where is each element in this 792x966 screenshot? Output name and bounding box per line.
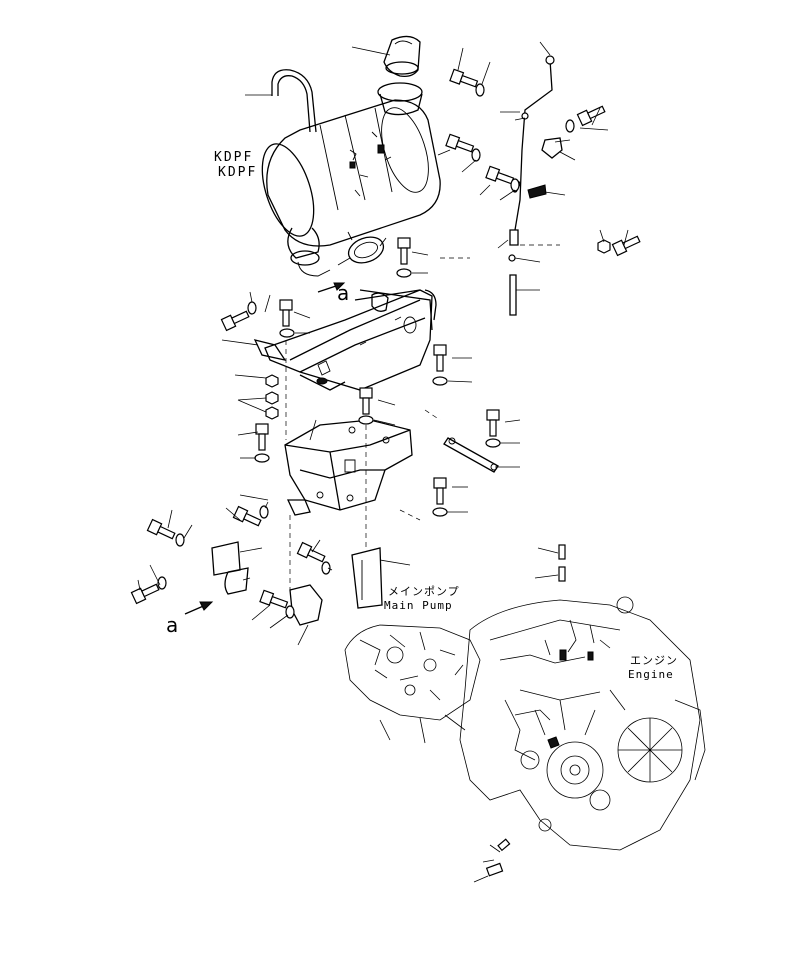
- reference-a-top: a: [337, 281, 349, 305]
- main-pump-label-jp: メインポンプ: [388, 585, 460, 598]
- leader-lines: [137, 41, 629, 883]
- engine-label-en: Engine: [628, 668, 674, 681]
- tie-rod: [443, 437, 499, 473]
- bolts: [130, 68, 641, 877]
- exhaust-elbow: [383, 35, 421, 78]
- upper-bracket: [253, 289, 437, 391]
- main-pump-label-en: Main Pump: [384, 599, 453, 612]
- engine-label-jp: エンジン: [630, 654, 678, 667]
- nuts: [265, 239, 611, 420]
- engine: [459, 596, 706, 851]
- assembly-lines: [285, 244, 560, 590]
- labels: KDPF KDPF メインポンプ Main Pump エンジン Engine a…: [166, 150, 678, 681]
- lower-bracket: [284, 419, 413, 516]
- reference-a-bottom: a: [166, 613, 178, 637]
- main-pump: [344, 624, 481, 744]
- kdpf-label-2: KDPF: [218, 165, 257, 180]
- reference-arrows: [184, 282, 346, 615]
- kdpf-label-1: KDPF: [214, 150, 253, 165]
- kdpf-unit: [261, 82, 441, 277]
- clamp-ring: [347, 231, 387, 264]
- u-bolt: [271, 69, 317, 133]
- side-plate: [211, 541, 383, 626]
